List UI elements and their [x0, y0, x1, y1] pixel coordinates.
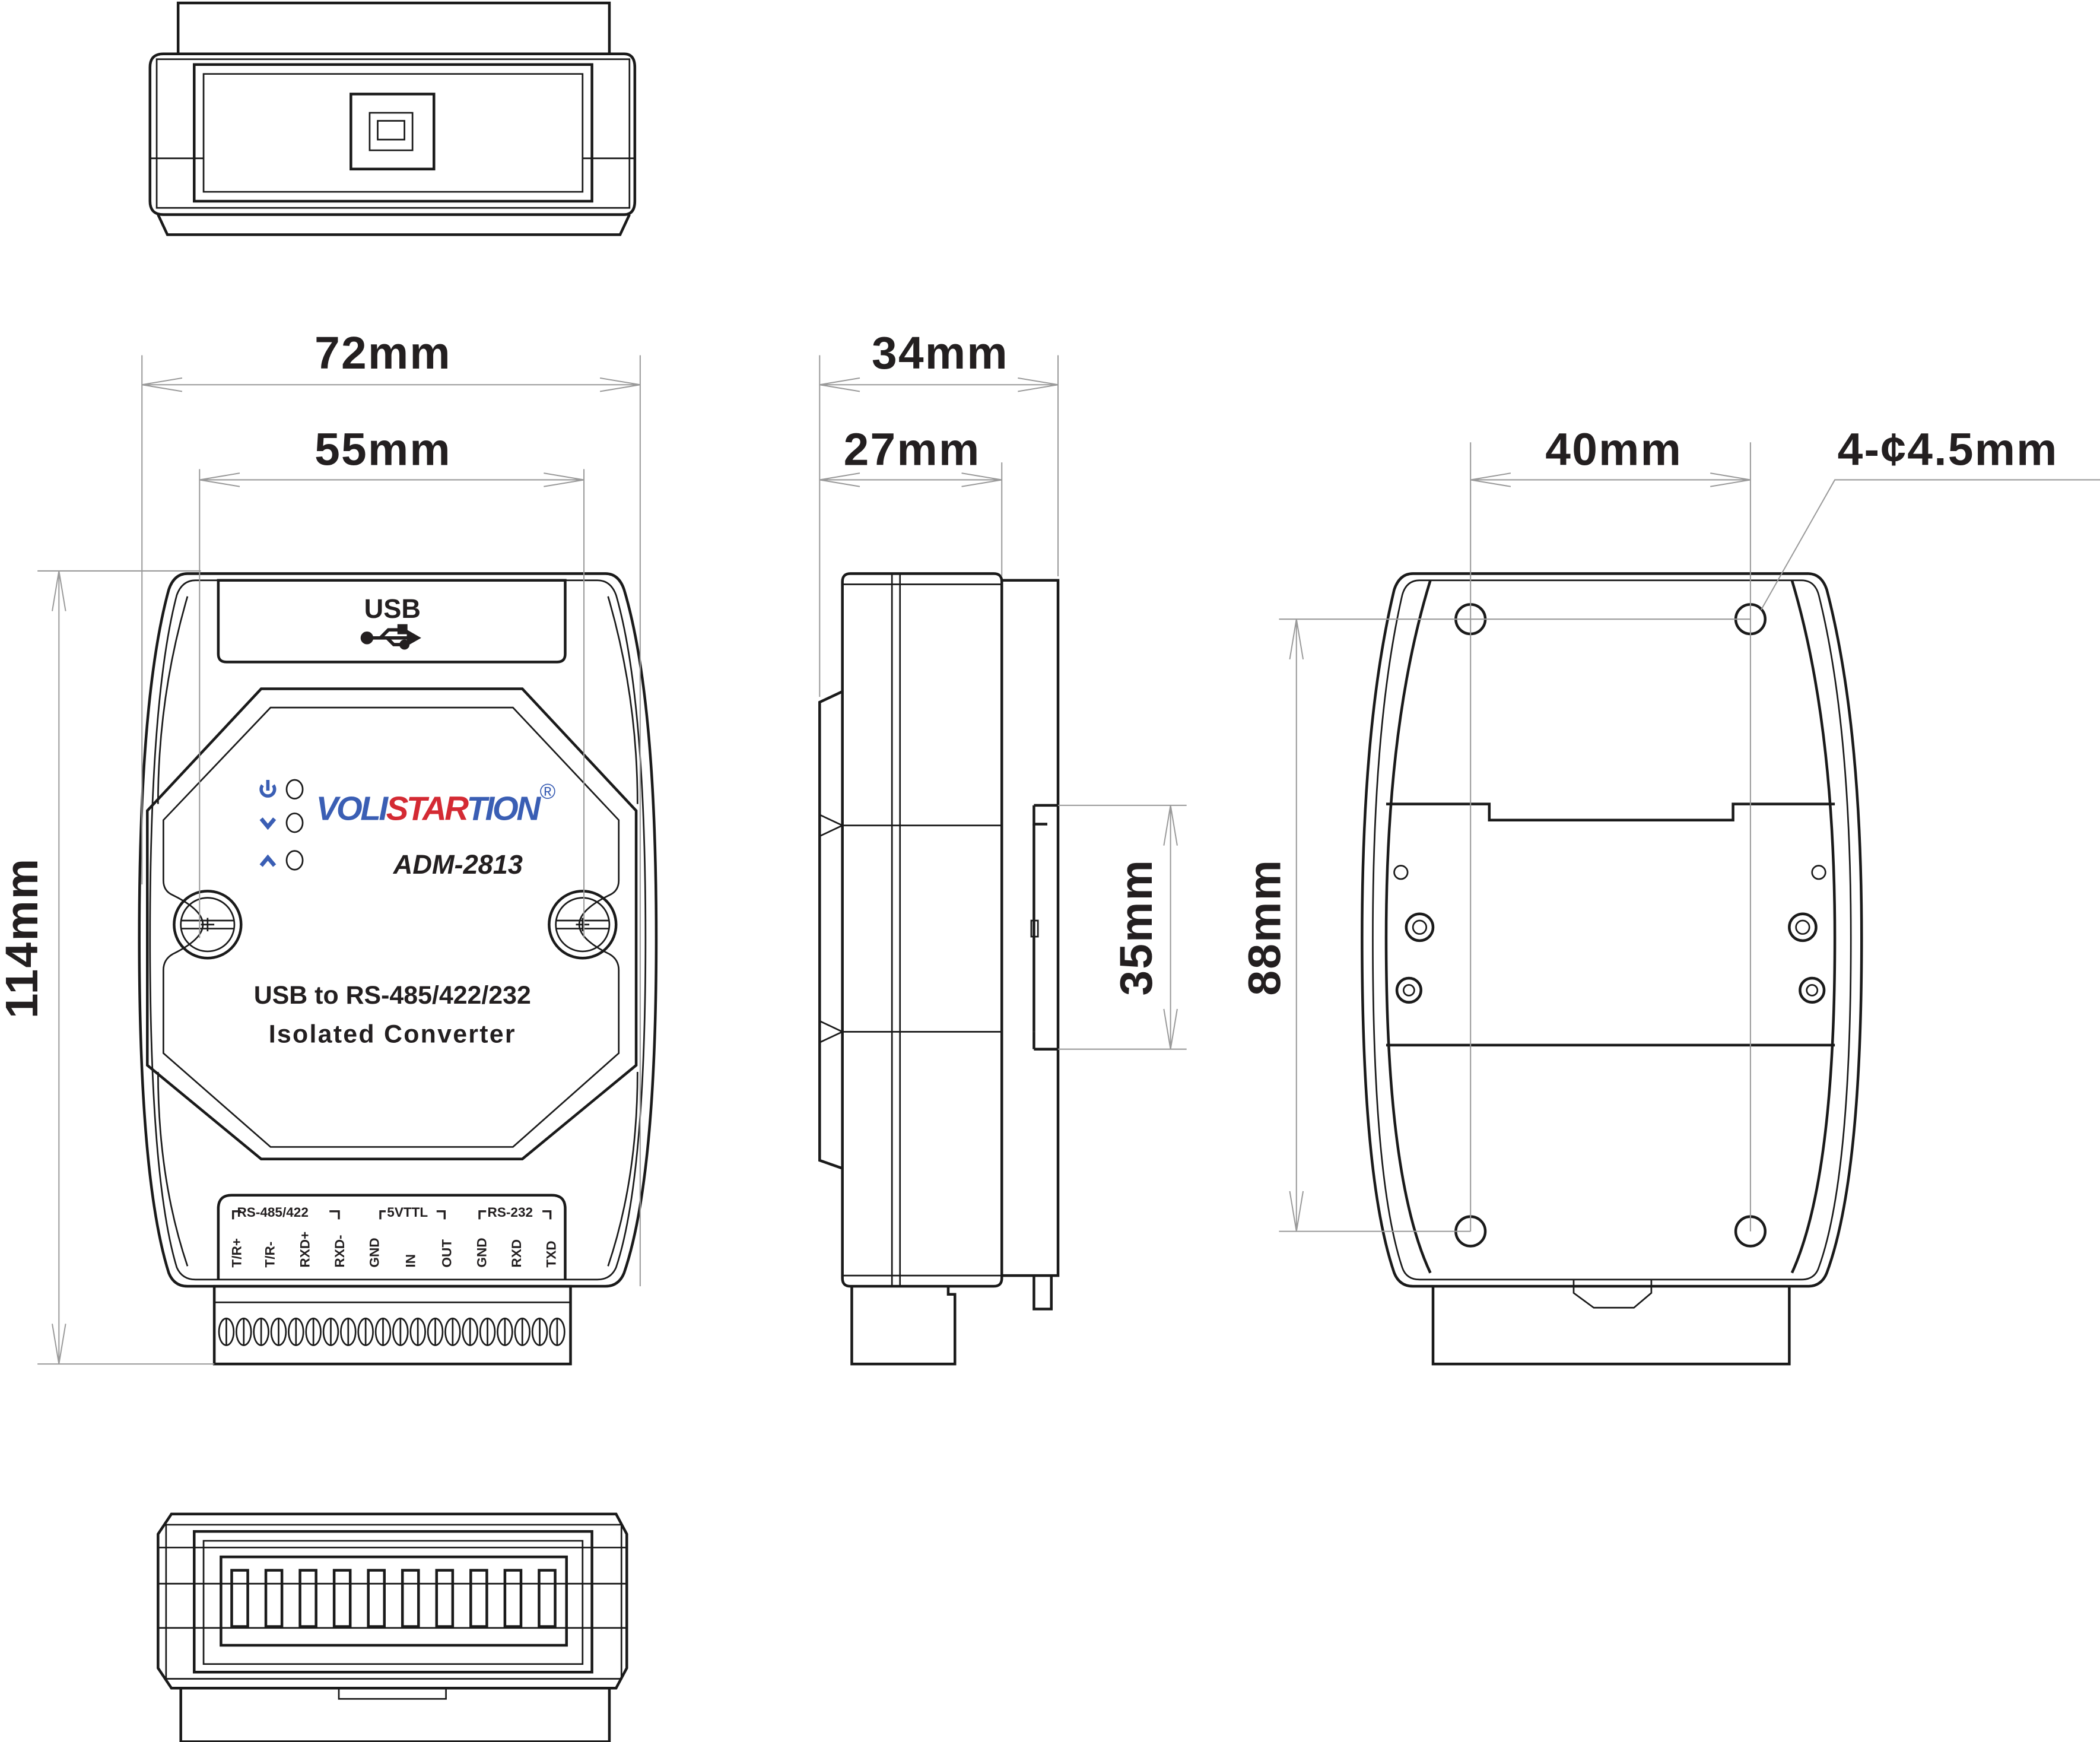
top-view	[148, 1, 637, 236]
group-label-5vttl: 5VTTL	[387, 1205, 428, 1220]
terminal-slot	[367, 1569, 386, 1628]
pin-label: OUT	[440, 1239, 455, 1268]
dimension-lines	[37, 355, 2100, 1365]
group-label-rs232: RS-232	[488, 1205, 533, 1220]
terminal-screws	[218, 1317, 565, 1346]
terminal-slot	[332, 1569, 352, 1628]
dim-depth-total: 34mm	[872, 328, 1009, 379]
pin-label: IN	[404, 1254, 418, 1268]
registered-mark: ®	[540, 779, 556, 804]
screw-right	[548, 890, 618, 960]
dim-depth-body: 27mm	[844, 425, 981, 475]
terminal-slot	[503, 1569, 523, 1628]
terminal-slot	[435, 1569, 455, 1628]
dim-din-rail: 35mm	[1111, 859, 1162, 996]
product-title-line2: Isolated Converter	[269, 1020, 516, 1048]
led-indicators	[259, 779, 304, 871]
back-view	[1361, 572, 1863, 1366]
dim-hole-spacing-y: 88mm	[1240, 859, 1291, 996]
chevron-up-icon	[259, 854, 277, 867]
usb-label: USB	[364, 594, 421, 624]
dimension-labels: 72mm 55mm 114mm 34mm 27mm 35mm 40mm 88mm…	[0, 328, 2058, 1018]
front-view: USB	[138, 572, 658, 1366]
power-icon	[259, 780, 277, 798]
product-title-line1: USB to RS-485/422/232	[254, 981, 531, 1010]
terminal-slots	[230, 1569, 557, 1628]
usb-icon	[360, 624, 421, 650]
dim-width-outer: 72mm	[314, 328, 452, 379]
dim-hole-diameter: 4-¢4.5mm	[1838, 425, 2058, 475]
terminal-slot	[401, 1569, 420, 1628]
side-view	[818, 572, 1060, 1366]
screw-left	[173, 890, 243, 960]
pin-label: GND	[367, 1238, 382, 1267]
pin-label: RXD+	[297, 1232, 312, 1268]
terminal-slot	[298, 1569, 317, 1628]
chevron-down-icon	[259, 817, 277, 830]
pin-label: T/R+	[229, 1238, 244, 1268]
terminal-slot	[469, 1569, 488, 1628]
pin-label: TXD	[544, 1240, 559, 1267]
terminal-slot	[264, 1569, 284, 1628]
model-name: ADM-2813	[393, 849, 523, 880]
dim-height: 114mm	[0, 858, 47, 1018]
group-label-rs485: RS-485/422	[237, 1205, 308, 1220]
dim-hole-spacing-x: 40mm	[1545, 425, 1682, 475]
pin-label: RXD	[509, 1239, 524, 1268]
bottom-view	[157, 1512, 628, 1742]
pin-label: T/R-	[263, 1242, 278, 1268]
pin-label: GND	[474, 1238, 489, 1267]
terminal-slot	[230, 1569, 249, 1628]
pin-label: RXD-	[332, 1235, 347, 1267]
terminal-slot	[538, 1569, 557, 1628]
brand-logo: VOLISTARTION	[316, 790, 542, 827]
dim-width-inner: 55mm	[314, 425, 452, 475]
